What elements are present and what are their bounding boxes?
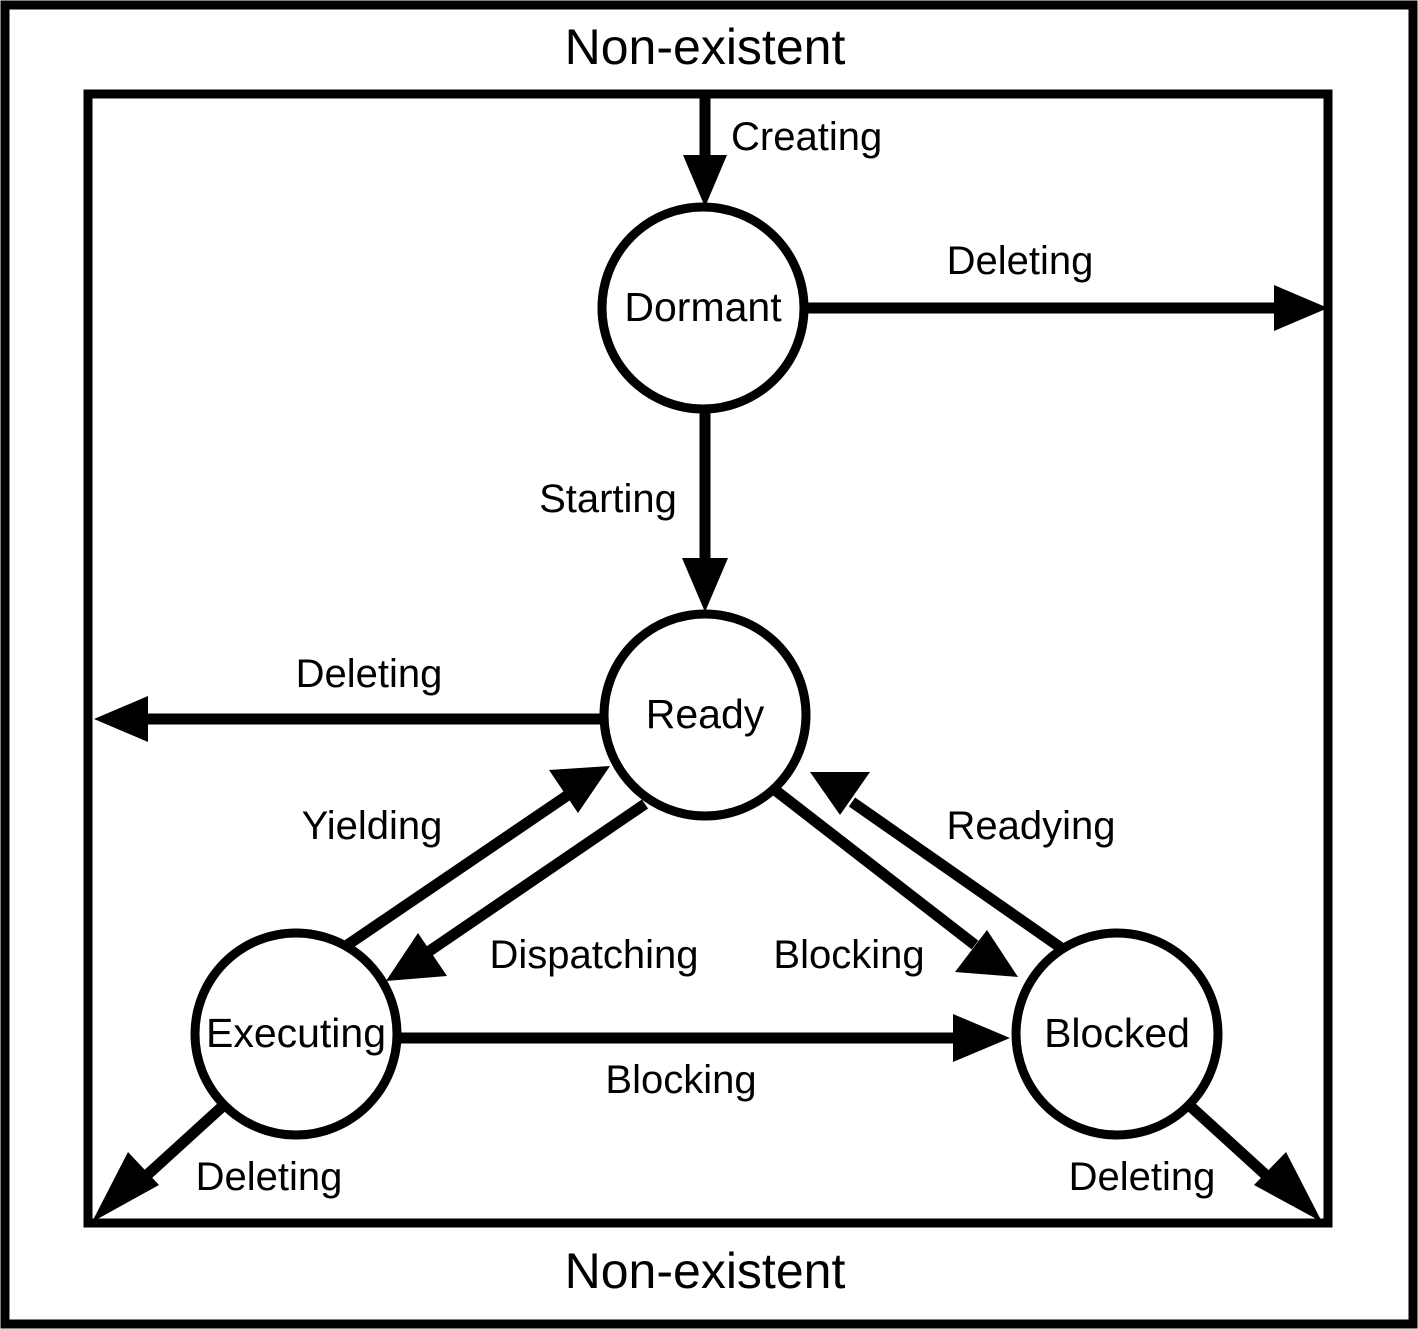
transition-readying: [810, 772, 1071, 957]
inner-frame: [83, 89, 1333, 1228]
dispatching-arrow-head: [386, 933, 447, 981]
deleting-executing-arrow-head: [92, 1152, 159, 1222]
blocking-executing-arrow-head: [953, 1014, 1010, 1062]
region-label-top: Non-existent: [565, 19, 846, 75]
label-deleting-executing: Deleting: [196, 1155, 343, 1199]
deleting-ready-arrow-head: [94, 696, 148, 742]
blocked-label: Blocked: [1044, 1010, 1190, 1056]
region-label-bottom: Non-existent: [565, 1243, 846, 1299]
label-deleting-ready: Deleting: [296, 652, 443, 696]
deleting-blocked-arrow-line: [1185, 1100, 1282, 1191]
transition-blocking-executing: [398, 1014, 1010, 1062]
transition-blocking-ready: [771, 785, 1018, 977]
transition-creating: [683, 96, 727, 207]
dormant-circle[interactable]: [597, 202, 809, 414]
transition-deleting-ready: [94, 696, 604, 742]
state-node-blocked[interactable]: Blocked: [1011, 928, 1223, 1140]
label-dispatching: Dispatching: [489, 933, 698, 977]
starting-arrow-head: [682, 558, 728, 612]
yielding-arrow-line: [336, 790, 572, 955]
transition-deleting-executing: [92, 1100, 228, 1222]
blocking-ready-arrow-line: [771, 785, 979, 950]
readying-arrow-head: [810, 772, 870, 815]
transition-starting: [682, 409, 728, 612]
deleting-dormant-arrow-head: [1274, 285, 1328, 331]
transition-deleting-dormant: [806, 285, 1328, 331]
state-node-ready[interactable]: Ready: [599, 609, 811, 821]
executing-circle[interactable]: [190, 928, 402, 1140]
dispatching-arrow-line: [424, 799, 649, 957]
label-starting: Starting: [539, 477, 677, 521]
label-readying: Readying: [946, 804, 1115, 848]
label-blocking-ready: Blocking: [773, 933, 924, 977]
creating-arrow-head: [683, 155, 727, 207]
label-deleting-dormant: Deleting: [947, 239, 1094, 283]
dormant-label: Dormant: [624, 284, 782, 330]
transition-dispatching: [386, 799, 649, 981]
blocked-circle[interactable]: [1011, 928, 1223, 1140]
label-creating: Creating: [731, 115, 882, 159]
state-node-executing[interactable]: Executing: [190, 928, 402, 1140]
transition-yielding: [336, 766, 610, 955]
transition-deleting-blocked: [1185, 1100, 1322, 1222]
state-node-dormant[interactable]: Dormant: [597, 202, 809, 414]
readying-arrow-line: [848, 797, 1071, 957]
executing-label: Executing: [206, 1010, 386, 1056]
blocking-ready-arrow-head: [955, 930, 1018, 977]
deleting-executing-arrow-line: [131, 1100, 228, 1191]
ready-circle[interactable]: [599, 609, 811, 821]
label-blocking-executing: Blocking: [605, 1058, 756, 1102]
ready-label: Ready: [646, 691, 765, 737]
label-yielding: Yielding: [302, 804, 443, 848]
yielding-arrow-head: [549, 766, 610, 813]
deleting-blocked-arrow-head: [1254, 1152, 1322, 1222]
label-deleting-blocked: Deleting: [1069, 1155, 1216, 1199]
